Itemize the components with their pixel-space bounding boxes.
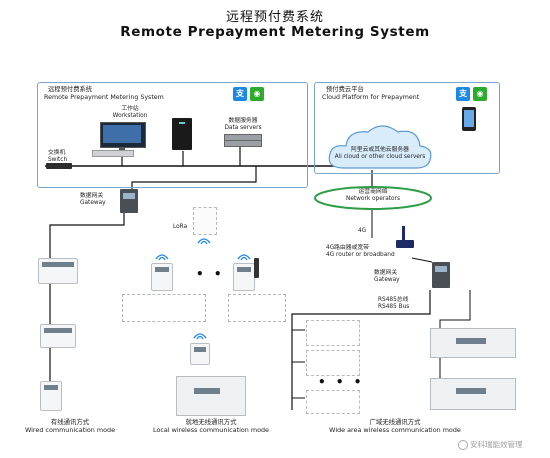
wireless-meter-group-1 xyxy=(122,294,206,322)
wechat-icon: ◉ xyxy=(473,87,487,101)
rs485-to-meters-line xyxy=(439,290,471,330)
cloud-label-cn: 阿里云或其他云服务器 xyxy=(351,147,409,153)
right-system-label-en: Cloud Platform for Prepayment xyxy=(322,94,420,101)
router-label-en: 4G router or broadband xyxy=(326,252,395,258)
wifi-icon xyxy=(197,238,211,245)
gateway-left-label-cn: 数据网关 xyxy=(80,193,104,199)
wide-mode-label-en: Wide area wireless communication mode xyxy=(329,426,461,434)
switch-label-cn: 交换机 xyxy=(48,150,66,156)
right-system-box xyxy=(314,82,500,174)
distribution-box-right-2 xyxy=(430,378,516,410)
lora-label: LoRa xyxy=(173,224,188,230)
rack-server-2 xyxy=(224,140,262,147)
router-badge: 4G xyxy=(358,228,367,234)
router-device xyxy=(396,240,414,248)
wechat-icon: ◉ xyxy=(250,87,264,101)
wired-mode-label-en: Wired communication mode xyxy=(24,426,116,434)
tower-server xyxy=(172,118,192,150)
wireless-meter-2 xyxy=(233,263,255,291)
page-title-cn: 远程预付费系统 xyxy=(225,10,324,25)
wifi-icon xyxy=(193,333,207,340)
antenna-icon xyxy=(402,226,405,242)
wired-meter-3 xyxy=(40,381,62,411)
network-label-en: Network operators xyxy=(346,196,400,202)
alipay-icon: 支 xyxy=(456,87,470,101)
distribution-box-local-screen xyxy=(194,388,220,394)
wireless-meter-1 xyxy=(151,263,173,291)
antenna-icon xyxy=(254,258,259,278)
watermark: 安科瑞能效管理 xyxy=(470,440,523,449)
distribution-box-right-1-screen xyxy=(456,338,486,344)
wired-bus-line xyxy=(49,212,125,282)
left-system-box xyxy=(37,82,308,188)
cloud-icon xyxy=(328,125,432,169)
left-system-label-en: Remote Prepayment Metering System xyxy=(44,94,164,101)
alipay-icon: 支 xyxy=(233,87,247,101)
rs485-label-cn: RS485总线 xyxy=(378,297,409,303)
switch-device xyxy=(46,163,72,169)
wireless-ellipsis: • • • xyxy=(196,267,243,281)
workstation-label-en: Workstation xyxy=(112,113,148,119)
workstation-stand xyxy=(119,147,125,150)
router-gateway-line xyxy=(411,257,433,263)
local-mode-label-en: Local wireless communication mode xyxy=(153,426,269,434)
wireless-meter-3 xyxy=(190,343,210,365)
wired-meter-1 xyxy=(38,258,78,284)
lora-concentrator xyxy=(193,207,217,235)
wireless-meter-group-2 xyxy=(228,294,286,322)
wechat-icon xyxy=(458,440,468,450)
wired-mode-label-cn: 有线通讯方式 xyxy=(50,418,90,426)
wifi-icon xyxy=(237,254,251,261)
gateway-left-label-en: Gateway xyxy=(80,200,106,206)
workstation-screen xyxy=(103,125,141,143)
wide-area-meter-1 xyxy=(306,320,360,346)
distribution-box-local xyxy=(176,376,246,416)
cloud-label-en: Ali cloud or other cloud servers xyxy=(334,154,426,160)
wide-mode-label-cn: 广域无线通讯方式 xyxy=(369,418,421,426)
left-system-label-cn: 远程预付费系统 xyxy=(48,86,93,93)
data-servers-label-en: Data servers xyxy=(224,125,262,131)
gateway-left-panel xyxy=(123,193,135,199)
network-operators-ellipse xyxy=(314,186,432,210)
rs485-label-en: RS485 Bus xyxy=(378,304,410,310)
local-mode-label-cn: 就地无线通讯方式 xyxy=(185,418,237,426)
wifi-icon xyxy=(155,254,169,261)
bus-to-gateway-line xyxy=(131,166,257,190)
workstation-label-cn: 工作站 xyxy=(121,106,139,112)
wide-area-meter-2 xyxy=(306,350,360,376)
wired-meter-2 xyxy=(40,324,76,348)
switch-label-en: Switch xyxy=(48,157,68,163)
gateway-right-panel xyxy=(435,266,447,272)
gateway-right-label-cn: 数据网关 xyxy=(374,270,398,276)
page-title-en: Remote Prepayment Metering System xyxy=(120,24,430,40)
gateway-right-label-en: Gateway xyxy=(374,277,400,283)
router-label-cn: 4G路由器或宽带 xyxy=(326,245,369,251)
smartphone-screen xyxy=(464,110,474,127)
network-label-cn: 运营商网络 xyxy=(358,189,388,195)
wide-area-ellipsis: • • • xyxy=(318,375,365,389)
data-servers-label-cn: 数据服务器 xyxy=(228,118,258,124)
tower-server-light xyxy=(179,122,185,124)
workstation-keyboard xyxy=(92,150,134,157)
right-system-label-cn: 预付费云平台 xyxy=(326,86,364,93)
distribution-box-right-2-screen xyxy=(456,388,486,394)
wide-area-meter-3 xyxy=(306,390,360,414)
